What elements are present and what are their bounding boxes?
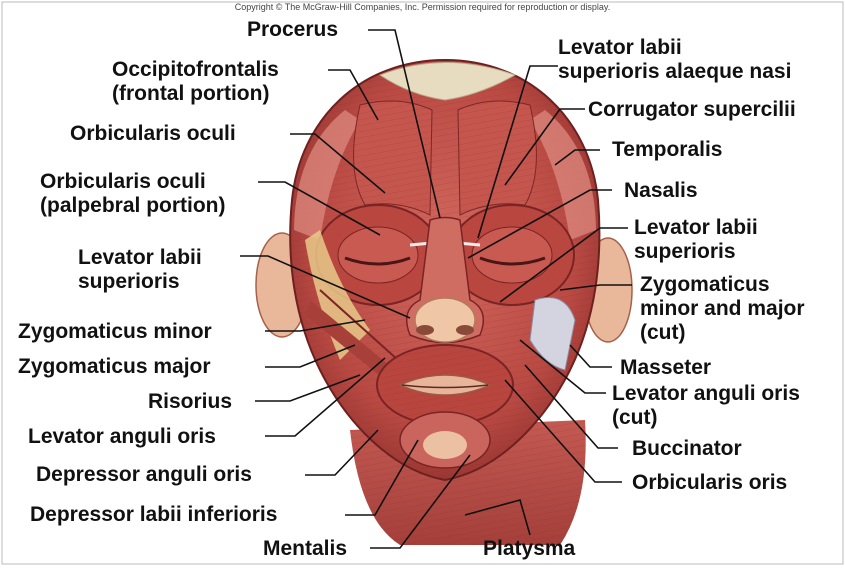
label-corrugator-supercilii: Corrugator supercilii [588,98,796,122]
label-platysma: Platysma [483,537,575,561]
label-levator-labii-alaeque-nasi-sub: superioris alaeque nasi [558,60,791,84]
label-depressor-labii-inferioris: Depressor labii inferioris [30,503,277,527]
label-levator-anguli-oris-cut: Levator anguli oris [612,382,800,406]
label-occipitofrontalis-sub: (frontal portion) [112,82,269,106]
label-zygomaticus-major: Zygomaticus major [18,355,211,379]
nasal-tip [415,298,475,342]
label-depressor-anguli-oris: Depressor anguli oris [36,463,252,487]
label-levator-labii-superioris-left: Levator labii [78,246,202,270]
label-masseter: Masseter [620,356,711,380]
label-orbicularis-oculi-palpebral: Orbicularis oculi [40,170,206,194]
label-zygomaticus-cut: Zygomaticus [640,273,770,297]
copyright-notice: Copyright © The McGraw-Hill Companies, I… [0,2,845,12]
label-nasalis: Nasalis [624,179,698,203]
label-occipitofrontalis: Occipitofrontalis [112,58,279,82]
label-levator-labii-alaeque-nasi: Levator labii [558,36,682,60]
label-temporalis: Temporalis [612,138,722,162]
label-zygomaticus-cut-line3: (cut) [640,321,686,345]
label-procerus: Procerus [247,18,338,42]
label-zygomaticus-cut-line2: minor and major [640,297,805,321]
label-levator-anguli-oris-cut-sub: (cut) [612,406,658,430]
label-levator-labii-superioris-left-sub: superioris [78,270,180,294]
label-risorius: Risorius [148,390,232,414]
label-orbicularis-oculi-palpebral-sub: (palpebral portion) [40,194,226,218]
label-orbicularis-oculi: Orbicularis oculi [70,122,236,146]
label-levator-labii-superioris-right-sub: superioris [634,240,736,264]
label-levator-labii-superioris-right: Levator labii [634,216,758,240]
label-zygomaticus-minor: Zygomaticus minor [18,320,212,344]
label-buccinator: Buccinator [632,437,742,461]
label-orbicularis-oris: Orbicularis oris [632,471,787,495]
label-levator-anguli-oris: Levator anguli oris [28,425,216,449]
label-mentalis: Mentalis [263,537,347,561]
